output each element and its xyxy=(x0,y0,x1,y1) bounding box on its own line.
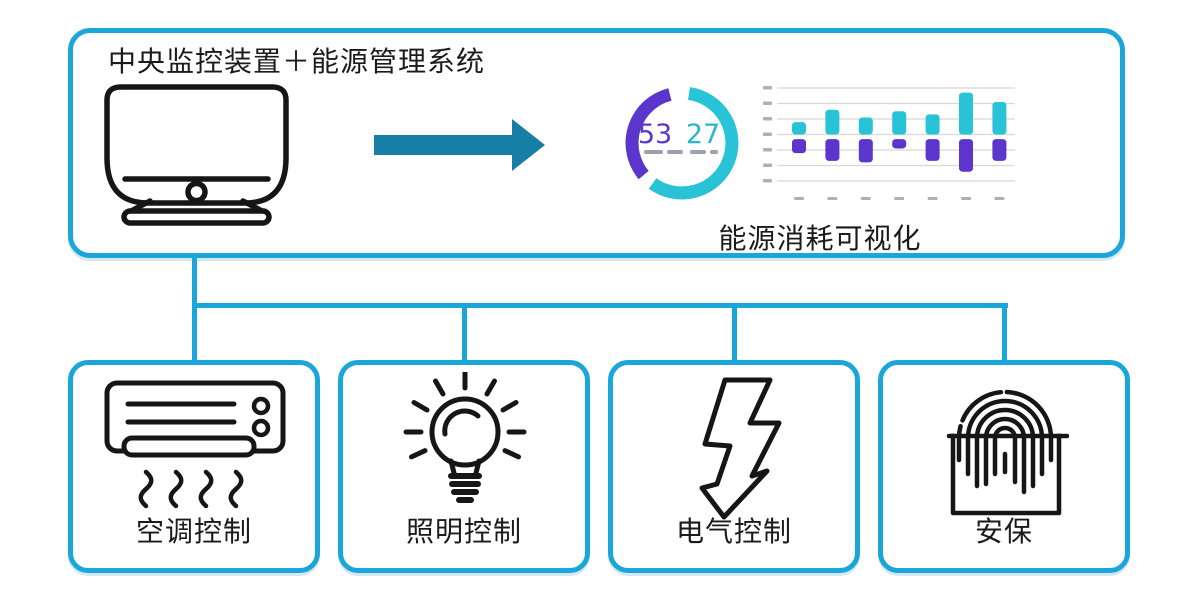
subsystem-box-lighting: 照明控制 xyxy=(338,360,590,573)
donut-sublabel-dash xyxy=(644,150,663,154)
energy-visualization-caption: 能源消耗可视化 xyxy=(718,222,922,255)
donut-segment xyxy=(625,88,672,180)
x-tick-blur xyxy=(794,197,804,200)
connector-line xyxy=(192,256,197,362)
subsystem-box-electrical: 电气控制 xyxy=(608,360,860,573)
subsystem-label: 安保 xyxy=(974,515,1033,548)
donut-sublabel-dash xyxy=(710,150,718,154)
bar-segment-upper xyxy=(959,92,973,135)
y-tick-blur xyxy=(763,163,772,167)
bar-segment-lower xyxy=(992,139,1007,161)
x-tick-blur xyxy=(860,197,871,200)
bar-segment-lower xyxy=(892,139,907,149)
right-arrow-icon xyxy=(374,119,545,171)
energy-bar-chart xyxy=(763,86,1015,200)
bar-segment-upper xyxy=(992,101,1007,135)
subsystem-label: 电气控制 xyxy=(675,515,792,548)
x-tick-blur xyxy=(827,197,838,200)
connector-line xyxy=(732,303,737,363)
bar-segment-upper xyxy=(925,114,940,135)
connector-line xyxy=(192,303,1008,308)
bar-segment-lower xyxy=(792,139,806,154)
x-tick-blur xyxy=(927,197,938,200)
light-bulb-icon xyxy=(403,372,527,503)
central-system-box xyxy=(68,28,1125,258)
bar-segment-lower xyxy=(825,139,840,161)
bar-segment-lower xyxy=(959,139,973,172)
subsystem-label: 空调控制 xyxy=(135,515,252,548)
bar-segment-upper xyxy=(792,122,806,135)
bar-segment-lower xyxy=(925,139,940,161)
bar-segment-lower xyxy=(858,139,873,163)
connector-line xyxy=(462,303,467,363)
subsystem-box-hvac: 空调控制 xyxy=(68,360,320,573)
bar-segment-upper xyxy=(825,109,840,135)
donut-value-left: 53 xyxy=(637,119,673,150)
lightning-bolt-icon xyxy=(699,377,782,520)
donut-segment xyxy=(648,87,739,200)
x-tick-blur xyxy=(961,197,971,200)
x-tick-blur xyxy=(894,197,905,200)
desktop-monitor-icon xyxy=(104,84,289,226)
connector-line xyxy=(1002,303,1007,363)
y-tick-blur xyxy=(763,148,772,152)
x-tick-blur xyxy=(994,197,1005,200)
bar-segment-upper xyxy=(892,111,907,135)
y-tick-blur xyxy=(763,179,772,183)
energy-donut-chart xyxy=(625,87,739,200)
central-system-title: 中央监控装置＋能源管理系统 xyxy=(108,45,486,78)
donut-value-right: 27 xyxy=(685,119,721,150)
fingerprint-icon xyxy=(946,389,1070,516)
y-tick-blur xyxy=(763,101,772,105)
bar-segment-upper xyxy=(858,117,873,135)
donut-sublabel-dash xyxy=(667,150,683,154)
air-conditioner-icon xyxy=(104,380,286,509)
subsystem-label: 照明控制 xyxy=(405,515,522,548)
y-tick-blur xyxy=(763,132,772,136)
y-tick-blur xyxy=(763,86,772,90)
donut-sublabel-dash xyxy=(690,150,706,154)
y-tick-blur xyxy=(763,117,772,121)
